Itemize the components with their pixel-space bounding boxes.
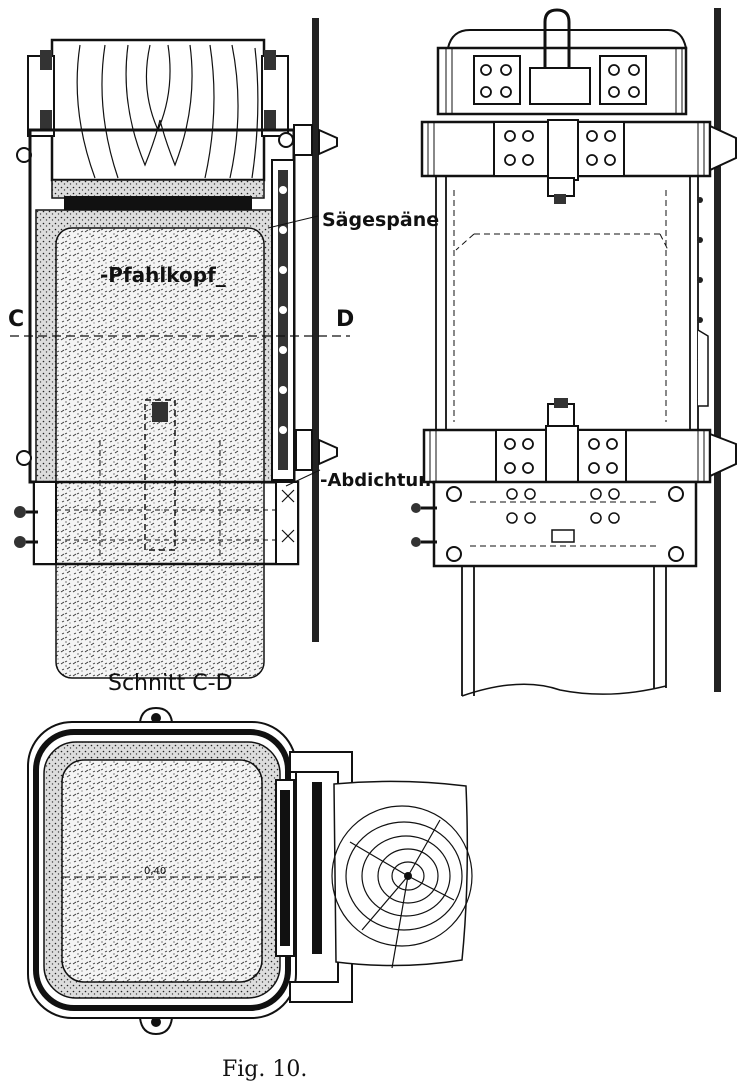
upper-band: [420, 119, 737, 204]
top-clamp: [16, 50, 294, 163]
cross-section-view: 0,40: [27, 706, 473, 1036]
label-saegespaene: Sägespäne: [322, 209, 439, 231]
timber-cross-section: [331, 780, 473, 969]
sawdust-layer: [51, 179, 265, 199]
timber-head-block: [50, 38, 266, 182]
guide-plate: [312, 18, 319, 642]
label-abdichtung: -Abdichtung: [320, 470, 444, 491]
pile-head-concrete: [55, 227, 265, 679]
elevation-view: [411, 8, 737, 697]
label-c: C: [8, 307, 24, 332]
casing-body: [435, 176, 709, 430]
dimension-label: 0,40: [144, 866, 166, 877]
figure-caption: Fig. 10.: [222, 1057, 307, 1082]
bottom-clamp: [411, 480, 698, 568]
label-pfahlkopf: -Pfahlkopf_: [100, 263, 226, 287]
casing-rivets: [271, 124, 338, 481]
lifting-shackle: [543, 8, 571, 72]
label-d: D: [336, 307, 354, 332]
section-title: Schnitt C-D: [108, 671, 233, 696]
vertical-section-view: Sägespäne -Pfahlkopf_ C D -Abdichtung: [8, 18, 444, 679]
pile-shaft: [461, 566, 667, 697]
lower-clamp-band: [14, 480, 300, 566]
elevation-guide-plate: [714, 8, 721, 692]
top-bolt-plates: [473, 55, 647, 105]
